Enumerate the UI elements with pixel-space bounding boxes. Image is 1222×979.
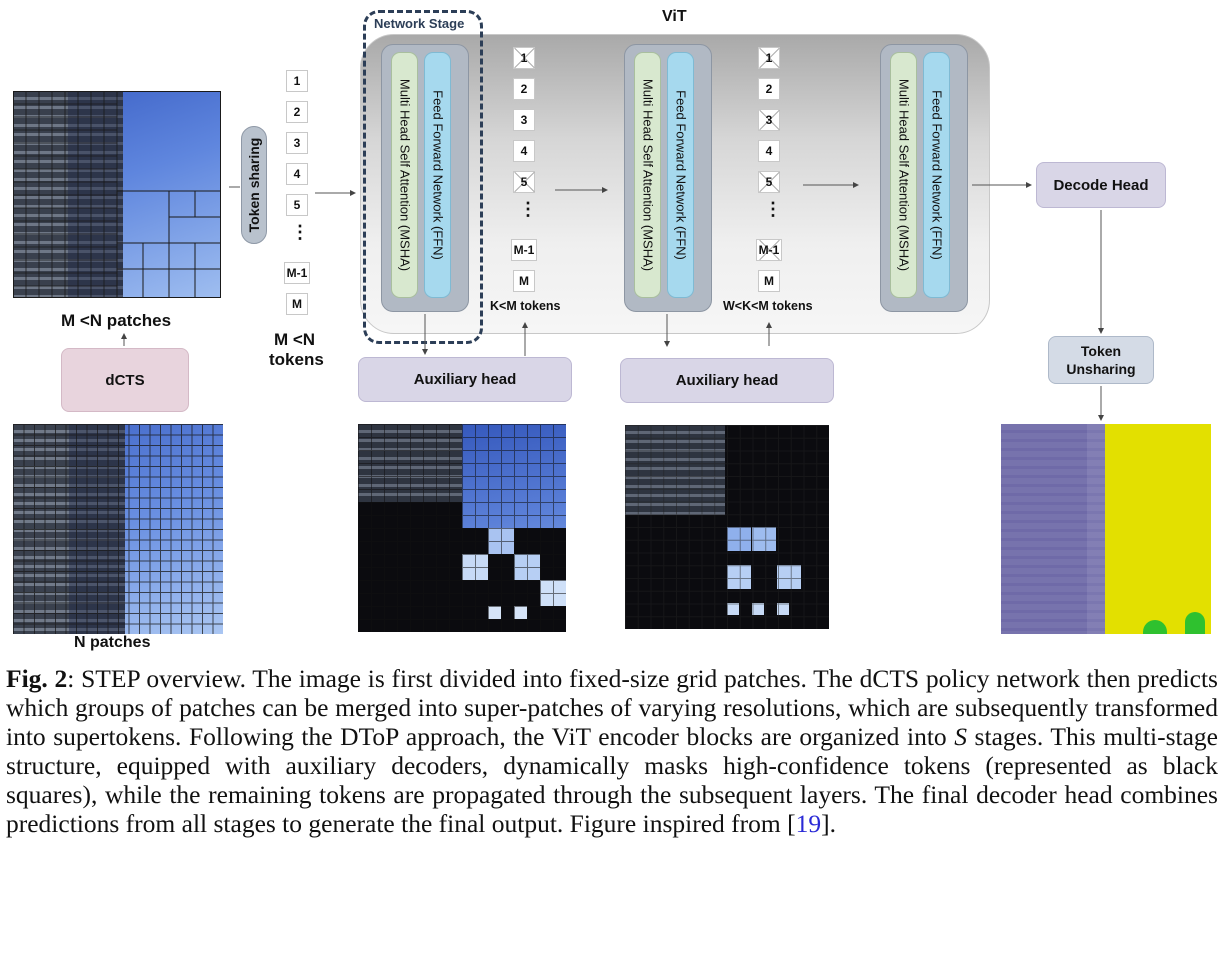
token-masked: 3: [758, 109, 780, 131]
fine-grid: [13, 424, 223, 634]
k-tokens-label: K<M tokens: [490, 299, 561, 313]
figure-caption: Fig. 2: STEP overview. The image is firs…: [6, 664, 1218, 839]
token: 5: [286, 194, 308, 216]
ffn-layer: Feed Forward Network (FFN): [424, 52, 451, 298]
patch-grid: [625, 425, 829, 629]
segmentation-output-image: [1001, 424, 1211, 634]
ffn-layer: Feed Forward Network (FFN): [923, 52, 950, 298]
decode-head: Decode Head: [1036, 162, 1166, 208]
caption-text: : STEP overview. The image is first divi…: [6, 664, 1218, 752]
token: M: [513, 270, 535, 292]
token: M-1: [284, 262, 310, 284]
token-masked: 1: [758, 47, 780, 69]
patch-grid: [13, 91, 221, 298]
n-patches-label: N patches: [74, 634, 151, 651]
token: M-1: [511, 239, 537, 261]
tree-segment: [1143, 620, 1167, 634]
stage2-masked-image: [625, 425, 829, 629]
figure-label: Fig. 2: [6, 664, 68, 693]
token: 4: [513, 140, 535, 162]
ellipsis: ⋮: [291, 222, 309, 242]
m-patches-label: M <N patches: [61, 311, 172, 330]
token: 4: [286, 163, 308, 185]
auxiliary-head-1: Auxiliary head: [358, 357, 572, 402]
msha-layer: Multi Head Self Attention (MSHA): [391, 52, 418, 298]
msha-layer: Multi Head Self Attention (MSHA): [634, 52, 661, 298]
building-segment: [1001, 424, 1087, 634]
token: 1: [286, 70, 308, 92]
token: M: [758, 270, 780, 292]
transformer-block-1: Multi Head Self Attention (MSHA) Feed Fo…: [381, 44, 469, 312]
transformer-block-2: Multi Head Self Attention (MSHA) Feed Fo…: [624, 44, 712, 312]
input-patch-grid-image: [13, 424, 223, 634]
token: 2: [286, 101, 308, 123]
tree-segment: [1185, 612, 1205, 634]
token-masked: 5: [758, 171, 780, 193]
arrows-layer: [121, 182, 1104, 421]
token-masked: 5: [513, 171, 535, 193]
network-stage-box: [363, 10, 483, 344]
token-masked: 1: [513, 47, 535, 69]
token-sharing-box: Token sharing: [241, 126, 267, 244]
token: M: [286, 293, 308, 315]
network-stage-label: Network Stage: [372, 16, 467, 31]
token: 3: [286, 132, 308, 154]
token: 2: [758, 78, 780, 100]
msha-layer: Multi Head Self Attention (MSHA): [890, 52, 917, 298]
caption-text-continued: stages. This multi-stage structure, equi…: [6, 722, 1218, 839]
transformer-block-3: Multi Head Self Attention (MSHA) Feed Fo…: [880, 44, 968, 312]
auxiliary-head-2: Auxiliary head: [620, 358, 834, 403]
token: 2: [513, 78, 535, 100]
token-masked: M-1: [756, 239, 782, 261]
ffn-layer: Feed Forward Network (FFN): [667, 52, 694, 298]
citation-link[interactable]: 19: [795, 809, 822, 839]
w-tokens-label: W<K<M tokens: [723, 299, 813, 313]
superpatch-image: [13, 91, 221, 298]
patch-grid: [358, 424, 566, 632]
ellipsis: ⋮: [764, 199, 782, 219]
tokens-count-label-2: tokens: [269, 350, 324, 369]
vit-label: ViT: [662, 8, 687, 25]
building-region: [13, 91, 123, 298]
token: 3: [513, 109, 535, 131]
token-unsharing-box: Token Unsharing: [1048, 336, 1154, 384]
caption-math-symbol: S: [954, 722, 967, 752]
token: 4: [758, 140, 780, 162]
dcts-box: dCTS: [61, 348, 189, 412]
stage1-masked-image: [358, 424, 566, 632]
ellipsis: ⋮: [519, 199, 537, 219]
tokens-count-label-1: M <N: [274, 330, 316, 349]
building-shadow: [68, 91, 123, 298]
